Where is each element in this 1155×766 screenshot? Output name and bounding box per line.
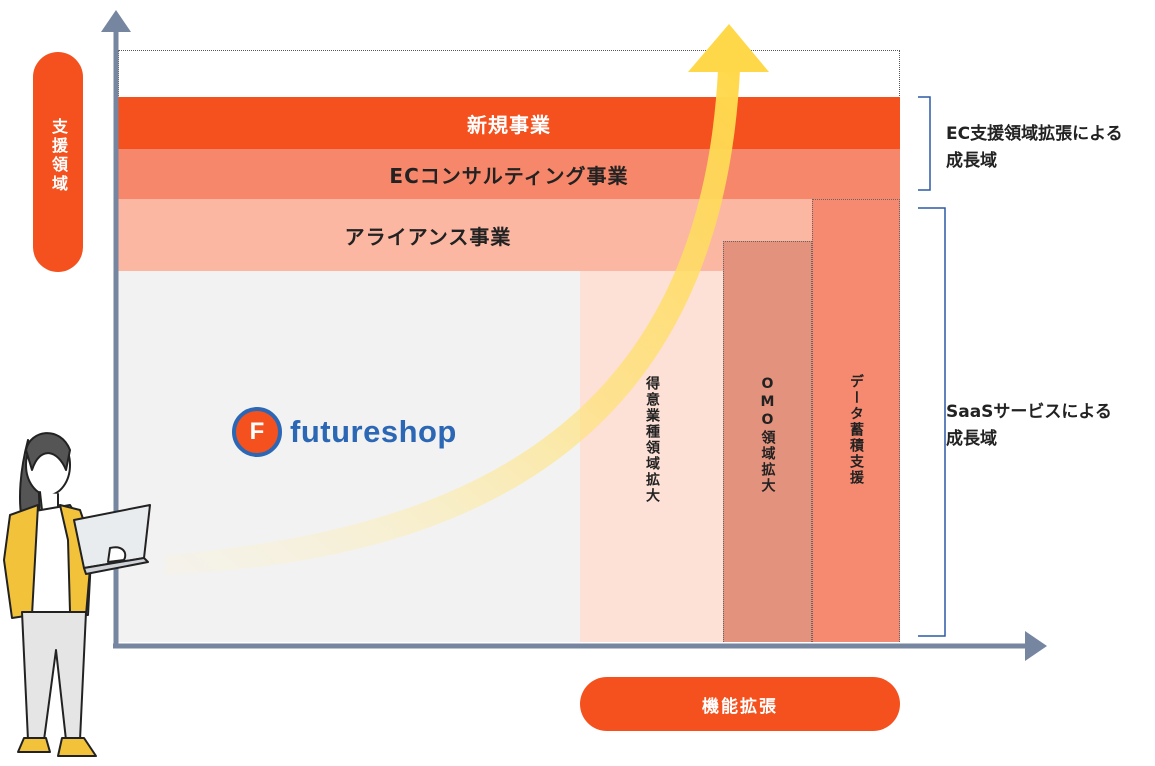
x-axis-label-text: 機能拡張: [702, 696, 778, 717]
bracket-ec: [918, 96, 931, 191]
band-ec-consulting: ECコンサルティング事業: [118, 149, 900, 199]
y-axis-label-pill: 支援領域: [33, 52, 83, 272]
futureshop-logo-mark: F: [232, 407, 282, 457]
column-omo-label: OMO領域拡大: [759, 376, 776, 494]
futureshop-logo-text: futureshop: [290, 414, 457, 449]
y-axis-arrowhead: [101, 10, 131, 32]
x-axis-label-pill: 機能拡張: [580, 677, 900, 731]
column-industry-label: 得意業種領域拡大: [644, 376, 660, 504]
band-new-business: 新規事業: [118, 97, 900, 149]
note-saas-growth: SaaSサービスによる 成長域: [946, 402, 1112, 449]
column-data-support: データ蓄積支援: [812, 199, 900, 642]
column-omo-expansion: OMO領域拡大: [723, 241, 812, 642]
band-alliance-label: アライアンス事業: [344, 224, 512, 249]
futureshop-logo: F futureshop: [232, 407, 457, 457]
column-data-label: データ蓄積支援: [848, 374, 864, 486]
growth-arrow: [165, 70, 740, 575]
y-axis-label-text: 支援領域: [49, 118, 68, 194]
note-ec-growth: EC支援領域拡張による 成長域: [946, 124, 1123, 171]
futureshop-logo-mark-letter: F: [249, 418, 265, 445]
x-axis-arrowhead: [1025, 631, 1047, 661]
woman-with-laptop-illustration: [3, 432, 151, 757]
bracket-saas: [918, 207, 946, 637]
growth-arrowhead: [688, 24, 769, 72]
